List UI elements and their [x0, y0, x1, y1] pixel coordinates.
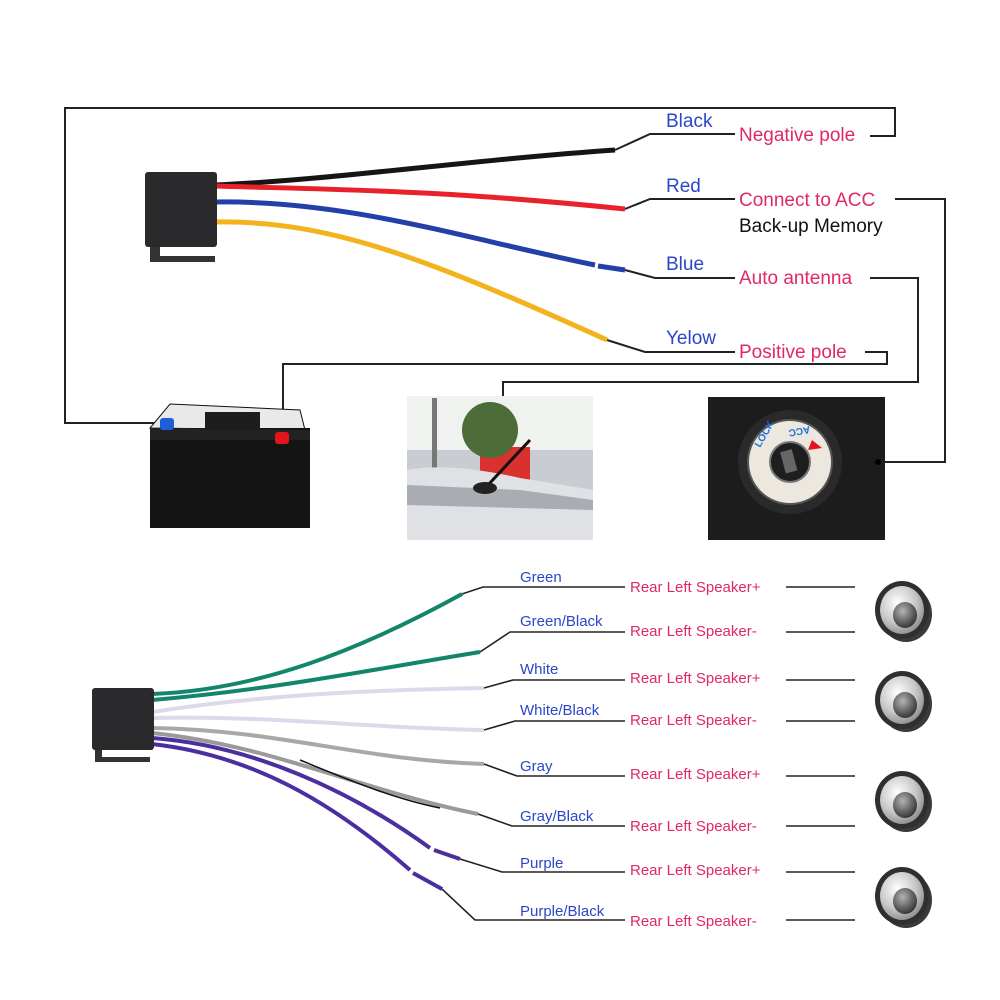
- wire-label-blue: Blue: [666, 254, 705, 275]
- green-leader-line: [461, 586, 625, 595]
- wire-label-purple-black: Purple/Black: [520, 903, 605, 920]
- wire-label-gray-black: Gray/Black: [520, 808, 594, 825]
- purple-black-wire-tip: [412, 871, 443, 891]
- connector-block: [92, 688, 154, 750]
- wire-label-purple: Purple: [520, 855, 564, 872]
- acc-route-line: [878, 198, 946, 463]
- function-label-speaker: Rear Left Speaker-: [630, 712, 757, 729]
- function-label-acc: Connect to ACC: [739, 190, 876, 211]
- wire-label-white-black: White/Black: [520, 702, 600, 719]
- blue-leader-line: [624, 269, 735, 279]
- function-label-speaker: Rear Left Speaker+: [630, 670, 761, 687]
- purple-black-leader-line: [441, 888, 625, 921]
- function-label-speaker: Rear Left Speaker-: [630, 913, 757, 930]
- white-black-wire: [151, 715, 485, 732]
- wire-label-green: Green: [520, 569, 562, 586]
- leader-lines-top: [64, 107, 946, 463]
- speaker-icon: [875, 671, 932, 732]
- purple-black-wire: [151, 742, 412, 872]
- positive-route-line: [282, 351, 888, 430]
- green-wire: [151, 592, 463, 696]
- wire-label-red: Red: [666, 176, 701, 197]
- speaker-icon: [875, 581, 932, 642]
- power-connector: [145, 147, 626, 343]
- ignition-key-icon: LOCK ACC: [708, 397, 885, 540]
- speaker-icon: [875, 867, 932, 928]
- white-wire: [151, 686, 485, 714]
- green-black-leader-line: [479, 631, 625, 653]
- purple-wire: [151, 736, 432, 850]
- battery-positive-terminal: [275, 432, 289, 444]
- function-label-positive-pole: Positive pole: [739, 342, 847, 363]
- function-label-speaker: Rear Left Speaker+: [630, 862, 761, 879]
- battery-icon: [148, 403, 310, 528]
- function-label-auto-antenna: Auto antenna: [739, 268, 853, 289]
- white-black-leader-line: [483, 720, 625, 731]
- negative-route-line: [64, 107, 896, 424]
- connector-latch: [95, 750, 150, 762]
- purple-leader-line: [459, 858, 625, 873]
- gray-leader-line: [483, 763, 625, 777]
- antenna-icon: [407, 396, 593, 540]
- function-label-speaker: Rear Left Speaker+: [630, 579, 761, 596]
- function-note-backup-memory: Back-up Memory: [739, 216, 883, 237]
- gray-black-wire: [151, 731, 479, 816]
- wire-label-yellow: Yelow: [666, 328, 717, 349]
- function-label-speaker: Rear Left Speaker+: [630, 766, 761, 783]
- red-leader-line: [624, 198, 735, 210]
- battery-negative-terminal: [160, 418, 174, 430]
- connector-block: [145, 172, 217, 247]
- blue-wire-tip: [597, 263, 626, 273]
- green-black-wire: [151, 650, 481, 702]
- speaker-icon: [875, 771, 932, 832]
- black-leader-line: [614, 133, 735, 151]
- function-label-negative-pole: Negative pole: [739, 125, 856, 146]
- white-leader-line: [483, 679, 625, 689]
- function-label-speaker: Rear Left Speaker-: [630, 623, 757, 640]
- gray-black-leader-line: [477, 813, 625, 827]
- function-label-speaker: Rear Left Speaker-: [630, 818, 757, 835]
- wire-label-green-black: Green/Black: [520, 613, 603, 630]
- blue-wire: [214, 199, 596, 268]
- gray-wire: [151, 726, 485, 766]
- antenna-route-line: [502, 277, 919, 400]
- black-wire: [214, 147, 616, 188]
- speaker-connector: [92, 592, 485, 891]
- red-wire: [214, 183, 626, 212]
- purple-wire-tip: [433, 848, 461, 861]
- leader-lines-bottom: [441, 586, 855, 921]
- yellow-leader-line: [606, 339, 735, 353]
- wire-label-white: White: [520, 661, 559, 678]
- wire-label-gray: Gray: [520, 758, 553, 775]
- yellow-wire: [214, 219, 609, 343]
- wire-label-black: Black: [666, 111, 713, 132]
- svg-text:ACC: ACC: [788, 423, 811, 438]
- connector-latch: [150, 247, 215, 262]
